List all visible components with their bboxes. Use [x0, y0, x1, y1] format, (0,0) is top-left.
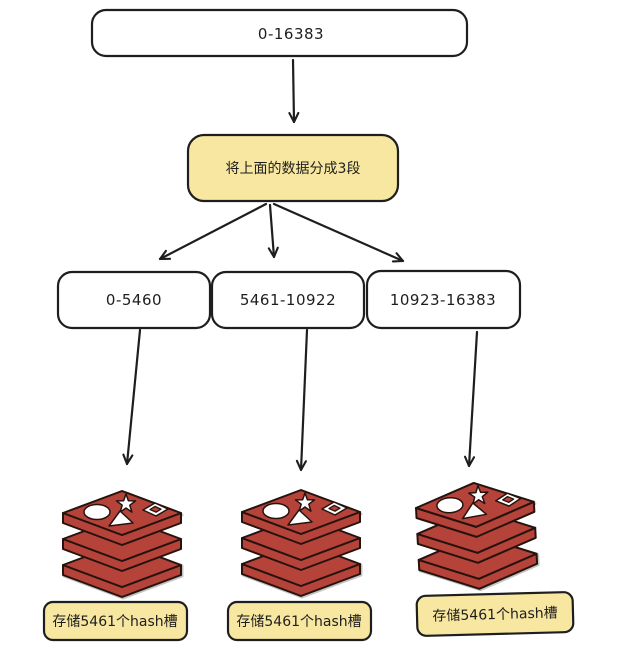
node-range-3: 10923-16383: [365, 269, 522, 330]
redis-stack-icon: [413, 478, 541, 595]
storage-label-2: 存储5461个hash槽: [226, 600, 373, 642]
storage-label-1-box: [42, 600, 189, 642]
arrow-range3-to-redis-3: [463, 330, 479, 468]
node-range-1: 0-5460: [56, 270, 212, 330]
node-range-3-label: 10923-16383: [390, 291, 496, 309]
node-total-range-box: [90, 8, 469, 58]
storage-label-3: 存储5461个hash槽: [415, 591, 575, 637]
storage-label-2-text: 存储5461个hash槽: [236, 614, 361, 630]
arrow-range1-to-redis-1: [122, 328, 142, 466]
storage-label-2-box: [226, 600, 373, 642]
arrow-split-to-range-1: [158, 202, 268, 261]
node-split-instruction-label: 将上面的数据分成3段: [226, 161, 361, 177]
node-split-instruction-box: [186, 133, 400, 203]
node-range-2-box: [210, 270, 366, 330]
redis-stack-icon: [61, 489, 184, 600]
storage-label-3-text: 存储5461个hash槽: [432, 605, 558, 624]
node-range-1-label: 0-5460: [106, 291, 162, 309]
redis-stack-icon: [240, 488, 363, 599]
arrow-split-to-range-2: [267, 203, 279, 259]
storage-label-1-text: 存储5461个hash槽: [52, 614, 177, 630]
storage-label-1: 存储5461个hash槽: [42, 600, 189, 642]
arrow-split-to-range-3: [272, 202, 405, 263]
node-total-range-label: 0-16383: [258, 25, 324, 43]
arrow-total-to-split: [288, 58, 300, 124]
node-total-range: 0-16383: [90, 8, 469, 58]
node-range-3-box: [365, 269, 522, 330]
arrow-range2-to-redis-2: [295, 328, 309, 472]
node-range-2: 5461-10922: [210, 270, 366, 330]
node-range-1-box: [56, 270, 212, 330]
storage-label-3-box: [415, 591, 575, 637]
node-split-instruction: 将上面的数据分成3段: [186, 133, 400, 203]
node-range-2-label: 5461-10922: [240, 291, 336, 309]
